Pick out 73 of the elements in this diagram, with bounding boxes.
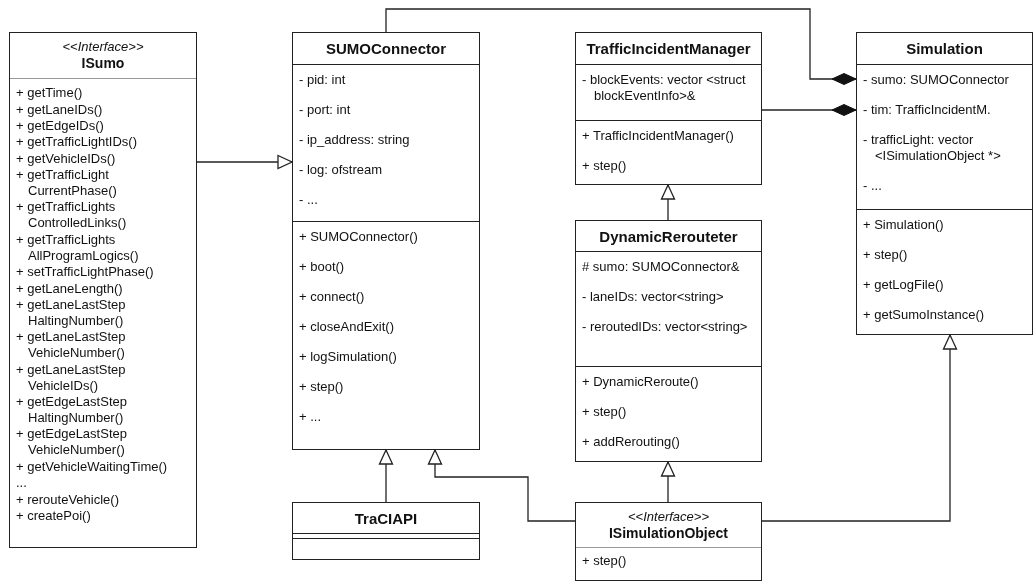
- member-text: - sumo: SUMOConnector: [862, 71, 1010, 89]
- class-name: DynamicRerouteter: [599, 227, 738, 245]
- stereotype-label: <<Interface>>: [628, 508, 709, 525]
- member-text: + addRerouting(): [581, 433, 681, 451]
- member-text: + getVehicleWaitingTime(): [15, 458, 169, 475]
- inheritance-arrow: [427, 449, 576, 522]
- member-text: + SUMOConnector(): [298, 228, 419, 246]
- class-name: TraCIAPI: [354, 509, 418, 527]
- class-name: TrafficIncidentManager: [586, 40, 751, 57]
- member-text: + step(): [298, 378, 345, 396]
- class-box: [575, 220, 762, 462]
- inheritance-arrow: [660, 461, 676, 503]
- member-text: # sumo: SUMOConnector&: [581, 258, 741, 276]
- member-text: - laneIDs: vector<string>: [581, 288, 725, 306]
- class-box: [292, 32, 480, 450]
- member-text: + step(): [581, 157, 628, 175]
- stereotype-label: <<Interface>>: [62, 39, 144, 55]
- class-name: ISumo: [81, 55, 125, 72]
- member-text: + getLogFile(): [862, 276, 945, 294]
- inheritance-arrow: [378, 449, 394, 503]
- member-text: + setTrafficLightPhase(): [15, 264, 155, 281]
- class-box: [856, 32, 1033, 335]
- member-text: + getLaneIDs(): [15, 101, 104, 118]
- interface-box: [575, 502, 762, 581]
- member-text: + getLaneLastStep VehicleNumber(): [15, 329, 127, 362]
- inheritance-arrow: [196, 154, 293, 170]
- member-text: + getVehicleIDs(): [15, 150, 117, 167]
- member-text: + Simulation(): [862, 216, 945, 234]
- member-text: - port: int: [298, 101, 352, 119]
- class-name: Simulation: [906, 40, 983, 57]
- member-text: + connect(): [298, 288, 366, 306]
- member-text: + getSumoInstance(): [862, 306, 986, 324]
- inheritance-arrow: [761, 334, 958, 522]
- member-text: - ip_address: string: [298, 131, 411, 149]
- member-text: - log: ofstream: [298, 161, 384, 179]
- member-text: - trafficLight: vector <ISimulationObject *>: [862, 131, 1002, 165]
- inheritance-arrow: [660, 184, 676, 221]
- member-text: + getTrafficLightIDs(): [15, 134, 139, 151]
- member-text: + getEdgeLastStep VehicleNumber(): [15, 426, 128, 459]
- composition-line: [385, 8, 857, 85]
- member-text: - blockEvents: vector <struct blockEventInfo>&: [581, 71, 747, 105]
- member-text: - pid: int: [298, 71, 347, 89]
- member-text: + getEdgeIDs(): [15, 117, 105, 135]
- member-text: + getTrafficLights AllProgramLogics(): [15, 231, 140, 264]
- class-box: [292, 502, 480, 560]
- member-text: + getTime(): [15, 85, 84, 102]
- member-text: + rerouteVehicle(): [15, 491, 120, 508]
- member-text: ...: [15, 475, 28, 492]
- member-text: + step(): [581, 403, 628, 421]
- member-text: + logSimulation(): [298, 348, 398, 366]
- member-text: + step(): [581, 552, 628, 570]
- member-text: + getLaneLength(): [15, 280, 124, 297]
- member-text: - ...: [298, 191, 319, 209]
- member-text: + DynamicReroute(): [581, 373, 700, 391]
- member-text: + TrafficIncidentManager(): [581, 127, 735, 145]
- member-text: + ...: [298, 408, 323, 426]
- member-text: + getTrafficLight CurrentPhase(): [15, 166, 118, 200]
- class-box: [575, 32, 762, 185]
- member-text: + getLaneLastStep HaltingNumber(): [15, 296, 127, 330]
- composition-line: [761, 104, 857, 116]
- class-name: ISimulationObject: [609, 524, 728, 542]
- member-text: + getEdgeLastStep HaltingNumber(): [15, 393, 128, 427]
- class-name: SUMOConnector: [326, 40, 446, 57]
- member-text: + boot(): [298, 258, 346, 276]
- member-text: + step(): [862, 246, 909, 264]
- member-text: + getLaneLastStep VehicleIDs(): [15, 361, 127, 394]
- interface-box: [9, 32, 197, 548]
- member-text: - ...: [862, 177, 883, 195]
- member-text: - reroutedIDs: vector<string>: [581, 318, 749, 336]
- member-text: + getTrafficLights ControlledLinks(): [15, 199, 128, 232]
- member-text: - tim: TrafficIncidentM.: [862, 101, 992, 119]
- member-text: + closeAndExit(): [298, 318, 395, 336]
- member-text: + createPoi(): [15, 507, 92, 525]
